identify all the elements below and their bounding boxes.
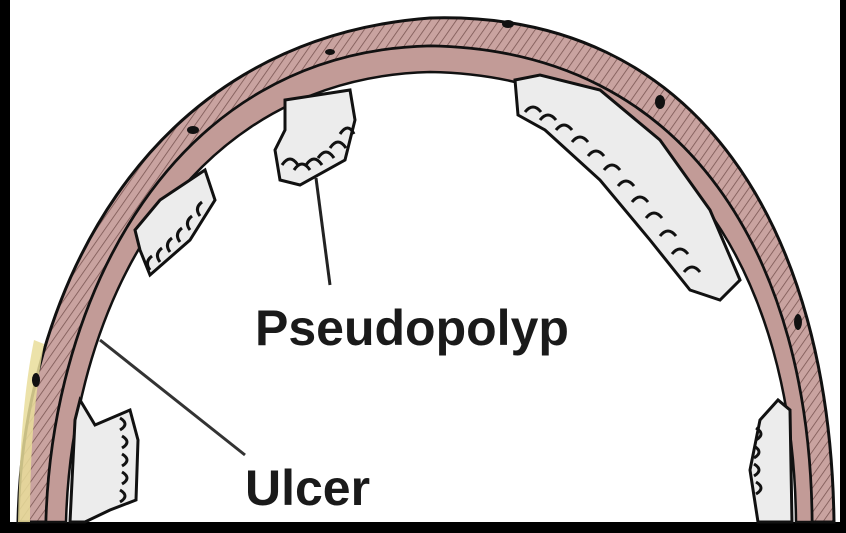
pseudopolyp-label: Pseudopolyp (255, 300, 569, 356)
ulcer-label: Ulcer (245, 460, 370, 516)
